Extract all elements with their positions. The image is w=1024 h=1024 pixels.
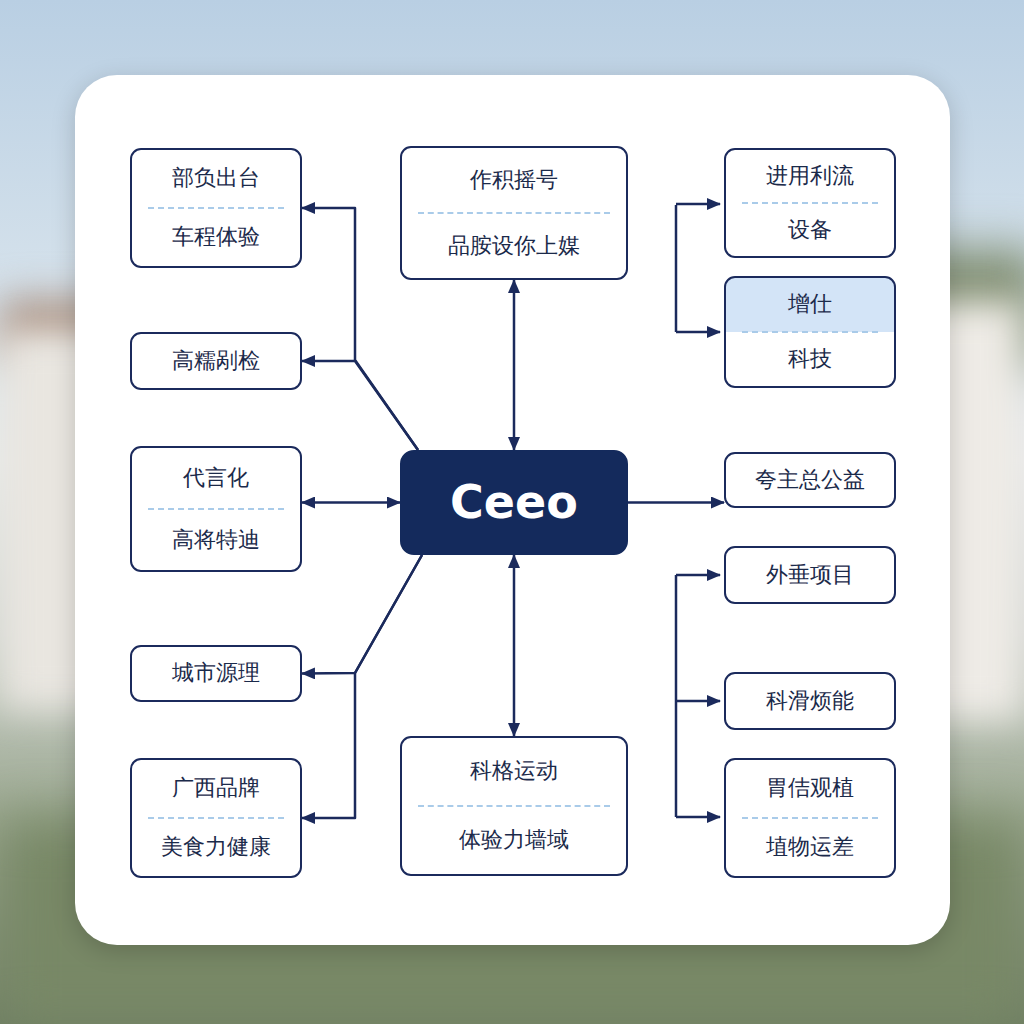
- connector-arrow: [513, 555, 516, 736]
- box-title: 科格运动: [470, 758, 558, 784]
- box-section: 广西品牌: [132, 760, 300, 817]
- box-title: 增仕: [788, 291, 832, 317]
- box-section: 作积摇号: [402, 148, 626, 212]
- dashed-divider: [742, 817, 878, 819]
- box-subtitle: 车程体验: [172, 224, 260, 250]
- box-title: 作积摇号: [470, 167, 558, 193]
- topic-box: 代言化高将特迪: [130, 446, 302, 572]
- topic-box: 进用利流设备: [724, 148, 896, 258]
- bracket: [675, 575, 678, 817]
- box-subtitle: 埴物运差: [766, 834, 854, 860]
- topic-box: 夸主总公益: [724, 452, 896, 508]
- box-section: 科技: [726, 333, 894, 386]
- bracket-arrow: [676, 574, 720, 577]
- box-section: 埴物运差: [726, 819, 894, 876]
- box-title: 进用利流: [766, 163, 854, 189]
- dashed-divider: [418, 212, 610, 214]
- box-title: 科滑烦能: [766, 688, 854, 714]
- box-section: 科滑烦能: [726, 674, 894, 728]
- box-title: 城市源理: [172, 660, 260, 686]
- box-title: 部负出台: [172, 165, 260, 191]
- center-box: Ceeo: [400, 450, 628, 555]
- box-section: 品胺设你上媒: [402, 214, 626, 278]
- box-section: 高将特迪: [132, 510, 300, 570]
- box-section: 城市源理: [132, 647, 300, 700]
- topic-box: 高糯剐检: [130, 332, 302, 390]
- box-title: Ceeo: [450, 475, 578, 530]
- bracket-arrow: [676, 203, 720, 206]
- box-title: 高糯剐检: [172, 348, 260, 374]
- dashed-divider: [742, 331, 878, 333]
- box-section: 高糯剐检: [132, 334, 300, 388]
- box-section: 夸主总公益: [726, 454, 894, 506]
- box-section: 代言化: [132, 448, 300, 508]
- box-title: 代言化: [183, 465, 249, 491]
- bracket-arrow: [676, 331, 720, 334]
- bracket-arrow: [676, 700, 720, 703]
- box-section: 设备: [726, 204, 894, 256]
- box-subtitle: 设备: [788, 217, 832, 243]
- box-subtitle: 科技: [788, 346, 832, 372]
- bracket: [675, 205, 678, 332]
- dashed-divider: [148, 508, 284, 510]
- connector-arrow: [513, 280, 516, 450]
- connector-arrow: [302, 501, 400, 504]
- topic-box: 科滑烦能: [724, 672, 896, 730]
- topic-box: 增仕科技: [724, 276, 896, 388]
- topic-box: 作积摇号品胺设你上媒: [400, 146, 628, 280]
- box-title: 广西品牌: [172, 775, 260, 801]
- connector-arrow: [302, 361, 418, 450]
- box-title: 胃佶观植: [766, 775, 854, 801]
- box-section: 进用利流: [726, 150, 894, 202]
- box-section: 车程体验: [132, 209, 300, 266]
- box-title: 外垂项目: [766, 562, 854, 588]
- box-subtitle: 体验力墙域: [459, 827, 569, 853]
- box-title: 夸主总公益: [755, 467, 865, 493]
- dashed-divider: [148, 817, 284, 819]
- connector-arrow: [302, 555, 422, 674]
- topic-box: 科格运动体验力墙域: [400, 736, 628, 876]
- topic-box: 广西品牌美食力健康: [130, 758, 302, 878]
- box-section: 体验力墙域: [402, 807, 626, 874]
- box-section: 部负出台: [132, 150, 300, 207]
- box-subtitle: 高将特迪: [172, 527, 260, 553]
- topic-box: 胃佶观植埴物运差: [724, 758, 896, 878]
- dashed-divider: [148, 207, 284, 209]
- box-section: 美食力健康: [132, 819, 300, 876]
- topic-box: 外垂项目: [724, 546, 896, 604]
- box-section: 增仕: [726, 278, 894, 331]
- box-section: 外垂项目: [726, 548, 894, 602]
- box-section: Ceeo: [402, 452, 626, 553]
- bracket-arrow: [676, 816, 720, 819]
- connector-arrow: [628, 501, 724, 504]
- box-section: 胃佶观植: [726, 760, 894, 817]
- dashed-divider: [418, 805, 610, 807]
- box-subtitle: 品胺设你上媒: [448, 233, 580, 259]
- box-subtitle: 美食力健康: [161, 834, 271, 860]
- box-section: 科格运动: [402, 738, 626, 805]
- topic-box: 部负出台车程体验: [130, 148, 302, 268]
- topic-box: 城市源理: [130, 645, 302, 702]
- dashed-divider: [742, 202, 878, 204]
